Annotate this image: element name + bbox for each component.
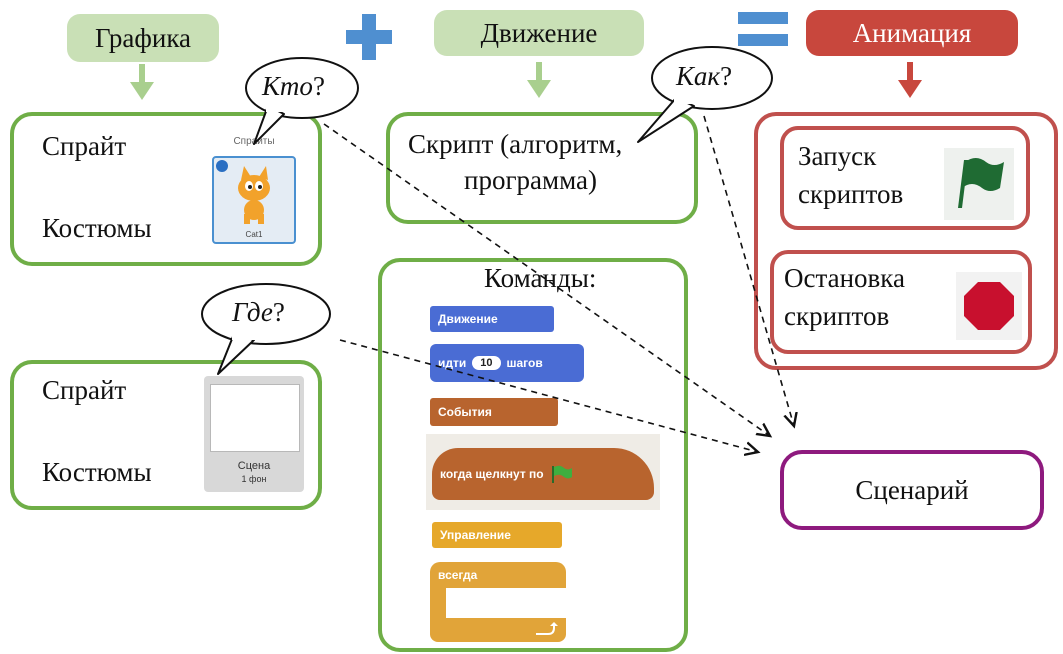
who-arrow	[323, 123, 770, 436]
stage-costumes-label: Костюмы	[42, 457, 152, 487]
motion-header-label: Движение	[480, 17, 598, 48]
where-bubble-word: Где	[232, 297, 273, 327]
green-flag-icon	[551, 465, 572, 483]
cat-sprite-thumbnail[interactable]: Cat1	[212, 156, 296, 244]
move-suffix: шагов	[506, 356, 543, 370]
scenario-box	[780, 450, 1044, 530]
where-arrow	[339, 339, 758, 452]
who-bubble-qmark: ?	[312, 71, 325, 101]
how-bubble-shape	[637, 46, 773, 143]
stage-preview	[210, 384, 300, 452]
motion-category-label: Движение	[438, 312, 498, 326]
move-prefix: идти	[438, 356, 467, 370]
where-bubble-shape	[201, 283, 331, 375]
loop-arrow-icon	[536, 622, 558, 635]
events-category-block[interactable]: События	[430, 398, 558, 426]
motion-category-block[interactable]: Движение	[430, 306, 554, 332]
motion-down-arrow	[527, 62, 551, 98]
costumes-label: Костюмы	[42, 213, 152, 243]
stage-box	[10, 360, 322, 510]
animation-box	[754, 112, 1058, 370]
script-line1: Скрипт (алгоритм,	[408, 129, 623, 159]
sprite-box	[10, 112, 322, 266]
where-bubble: Где?	[232, 296, 285, 328]
stage-sprite-label: Спрайт	[42, 375, 127, 405]
sprite-label: Спрайт	[42, 131, 127, 161]
commands-title: Команды:	[484, 263, 597, 293]
control-category-block[interactable]: Управление	[432, 522, 562, 548]
how-bubble: Как?	[676, 60, 732, 92]
stop-line2: скриптов	[784, 301, 890, 331]
start-scripts-box	[780, 126, 1030, 230]
forever-block[interactable]: всегда	[430, 562, 566, 642]
cat-label: Cat1	[245, 230, 263, 239]
when-flag-clicked-block[interactable]: когда щелкнут по	[432, 448, 654, 500]
move-steps-block[interactable]: идти 10 шагов	[430, 344, 584, 382]
stage-label: Сцена	[237, 460, 271, 472]
graphics-header-label: Графика	[94, 22, 192, 53]
forever-label: всегда	[438, 568, 478, 582]
graphics-header: Графика	[67, 14, 219, 62]
start-line1: Запуск	[798, 141, 877, 171]
who-bubble: Кто?	[262, 70, 325, 102]
commands-box	[378, 258, 688, 652]
where-bubble-qmark: ?	[272, 297, 285, 327]
scenario-label: Сценарий	[855, 475, 969, 505]
how-bubble-qmark: ?	[720, 61, 733, 91]
move-steps-input[interactable]: 10	[472, 356, 501, 370]
start-line2: скриптов	[798, 179, 904, 209]
stop-line1: Остановка	[784, 263, 905, 293]
animation-header: Анимация	[806, 10, 1018, 56]
who-bubble-word: Кто	[262, 71, 313, 101]
control-category-label: Управление	[440, 528, 511, 542]
events-category-label: События	[438, 405, 492, 419]
start-flag-icon	[958, 158, 1004, 208]
stage-thumbnail[interactable]: Сцена 1 фон	[204, 376, 304, 492]
motion-header: Движение	[434, 10, 644, 56]
graphics-down-arrow	[130, 64, 154, 100]
stop-scripts-box	[770, 250, 1032, 354]
backdrop-count: 1 фон	[241, 474, 267, 484]
how-arrow	[703, 115, 794, 426]
equals-icon	[738, 12, 788, 46]
who-bubble-shape	[245, 57, 359, 145]
green-flag-button[interactable]	[944, 148, 1014, 220]
animation-header-label: Анимация	[852, 17, 972, 48]
plus-icon	[346, 14, 392, 60]
when-clicked-label: когда щелкнут по	[440, 467, 544, 481]
stop-button[interactable]	[956, 272, 1022, 340]
forever-slot	[446, 588, 566, 618]
animation-down-arrow	[898, 62, 922, 98]
cat-icon	[216, 160, 270, 224]
stop-sign-icon	[964, 282, 1014, 330]
script-line2: программа)	[464, 165, 597, 195]
how-bubble-word: Как	[676, 61, 721, 91]
